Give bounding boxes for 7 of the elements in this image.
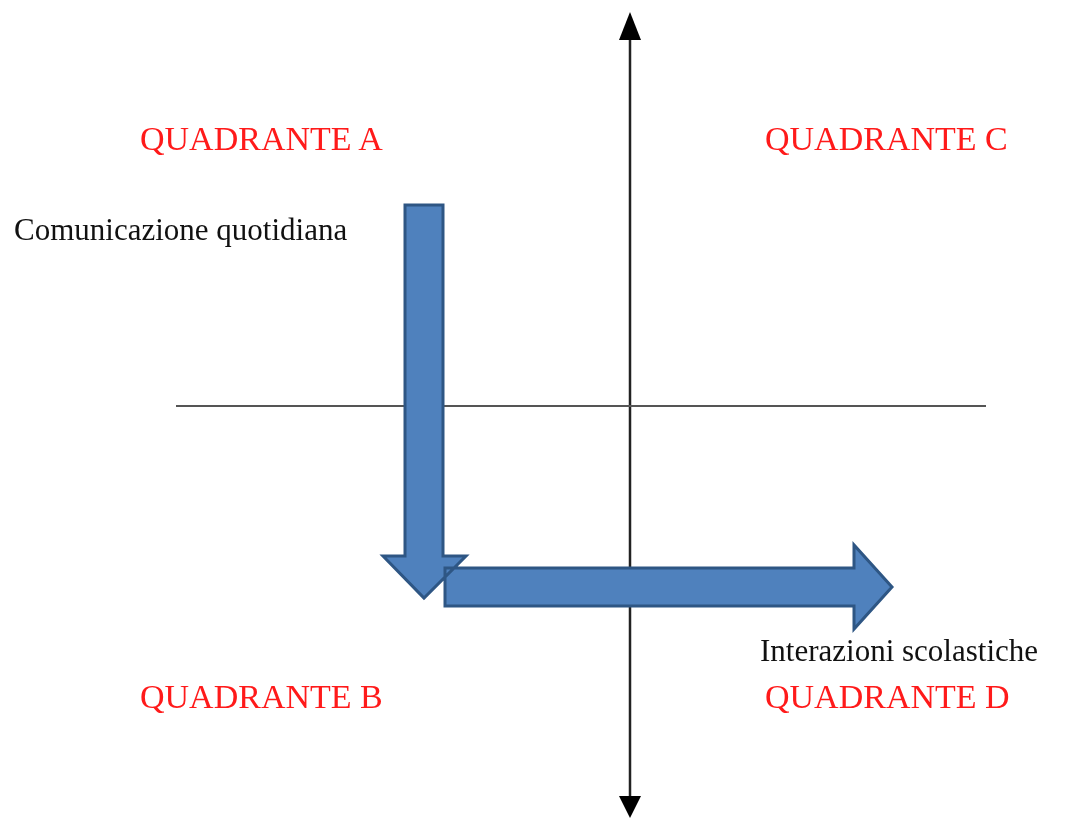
quadrant-label: QUADRANTE C xyxy=(765,122,1008,156)
quadrant-label: QUADRANTE D xyxy=(765,680,1010,714)
quadrant-label: QUADRANTE A xyxy=(140,122,383,156)
block-arrow xyxy=(379,203,895,633)
axis-pole-label: Interazioni scolastiche xyxy=(760,635,1039,666)
axis-pole-label: Comunicazione quotidiana xyxy=(14,214,348,245)
quadrant-label: QUADRANTE B xyxy=(140,680,383,714)
